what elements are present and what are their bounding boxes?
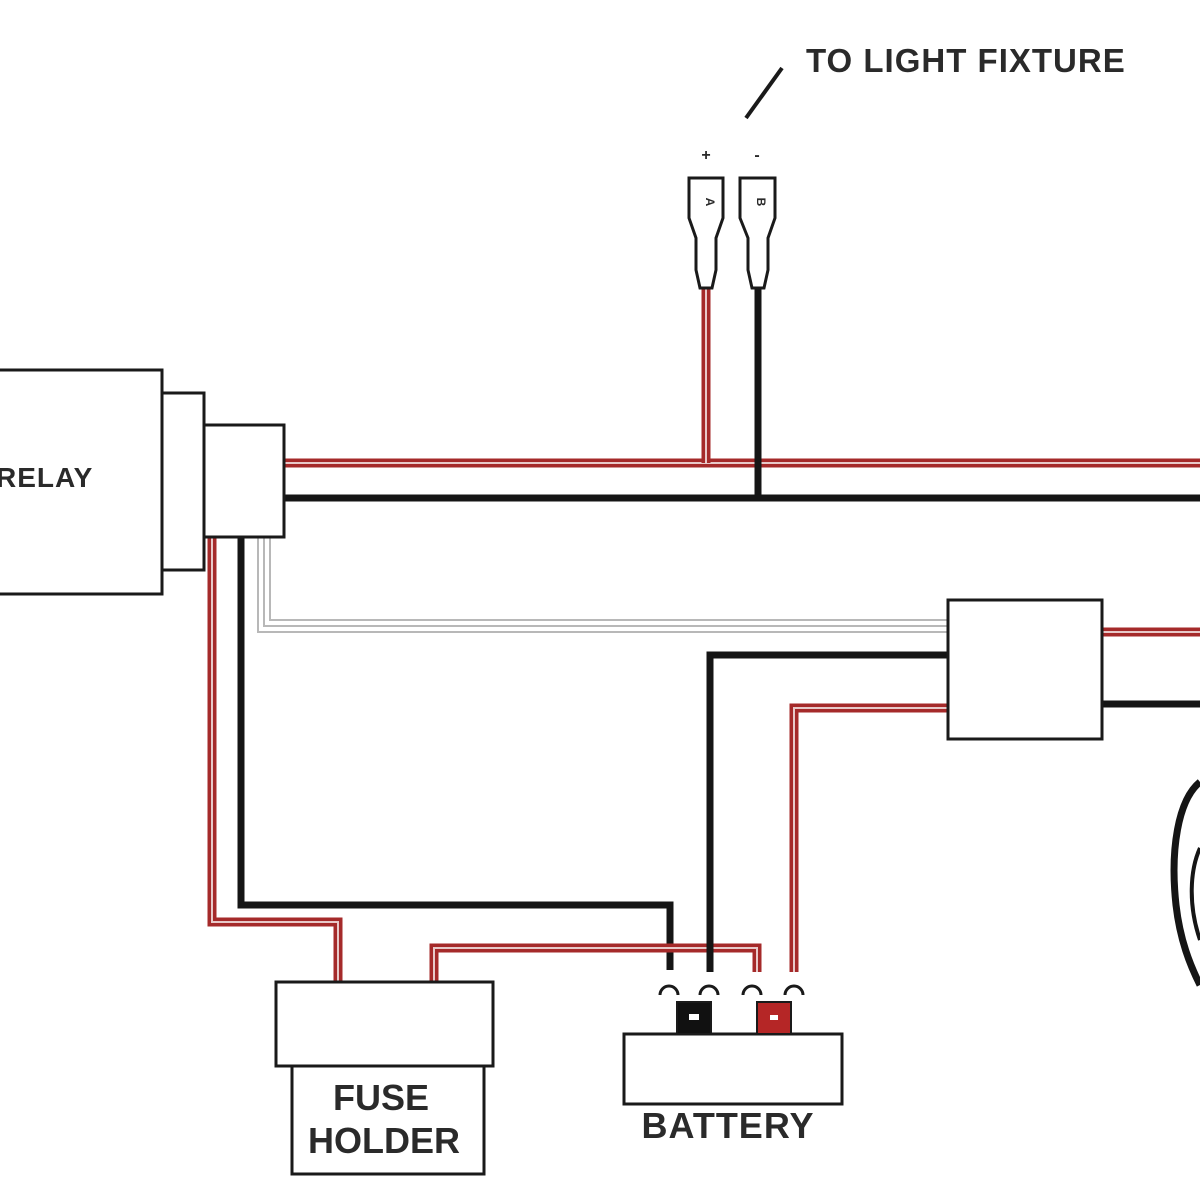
switch-lead-curve xyxy=(1170,779,1200,987)
connector-b xyxy=(738,176,777,290)
plus-sign: + xyxy=(701,147,710,164)
switch-to-battery-negative-wire xyxy=(706,651,948,972)
switch-to-battery-positive-wire xyxy=(789,703,948,972)
relay-to-battery-negative-wire xyxy=(237,537,674,970)
relay-to-fuse-positive-wire xyxy=(207,537,343,982)
fuse-to-battery-positive-wire xyxy=(429,943,762,982)
relay xyxy=(0,368,286,596)
relay-label: RELAY xyxy=(0,462,93,493)
switch-lead-curve-inner xyxy=(1189,847,1200,941)
ring-terminals xyxy=(658,984,805,996)
minus-sign: - xyxy=(754,147,759,164)
fuse-holder-label-line1: FUSE xyxy=(333,1077,429,1118)
connector-a xyxy=(687,176,725,290)
switch-box xyxy=(946,598,1104,741)
signal-wire xyxy=(257,537,948,633)
connector-a-letter: A xyxy=(703,198,717,207)
battery xyxy=(622,1001,844,1106)
battery-label: BATTERY xyxy=(642,1105,815,1146)
light-fixture-label: TO LIGHT FIXTURE xyxy=(806,42,1126,79)
light-fixture-pointer xyxy=(744,66,784,120)
fuse-holder xyxy=(274,980,495,1176)
fuse-holder-label-line2: HOLDER xyxy=(308,1120,460,1161)
connector-b-letter: B xyxy=(754,198,768,207)
